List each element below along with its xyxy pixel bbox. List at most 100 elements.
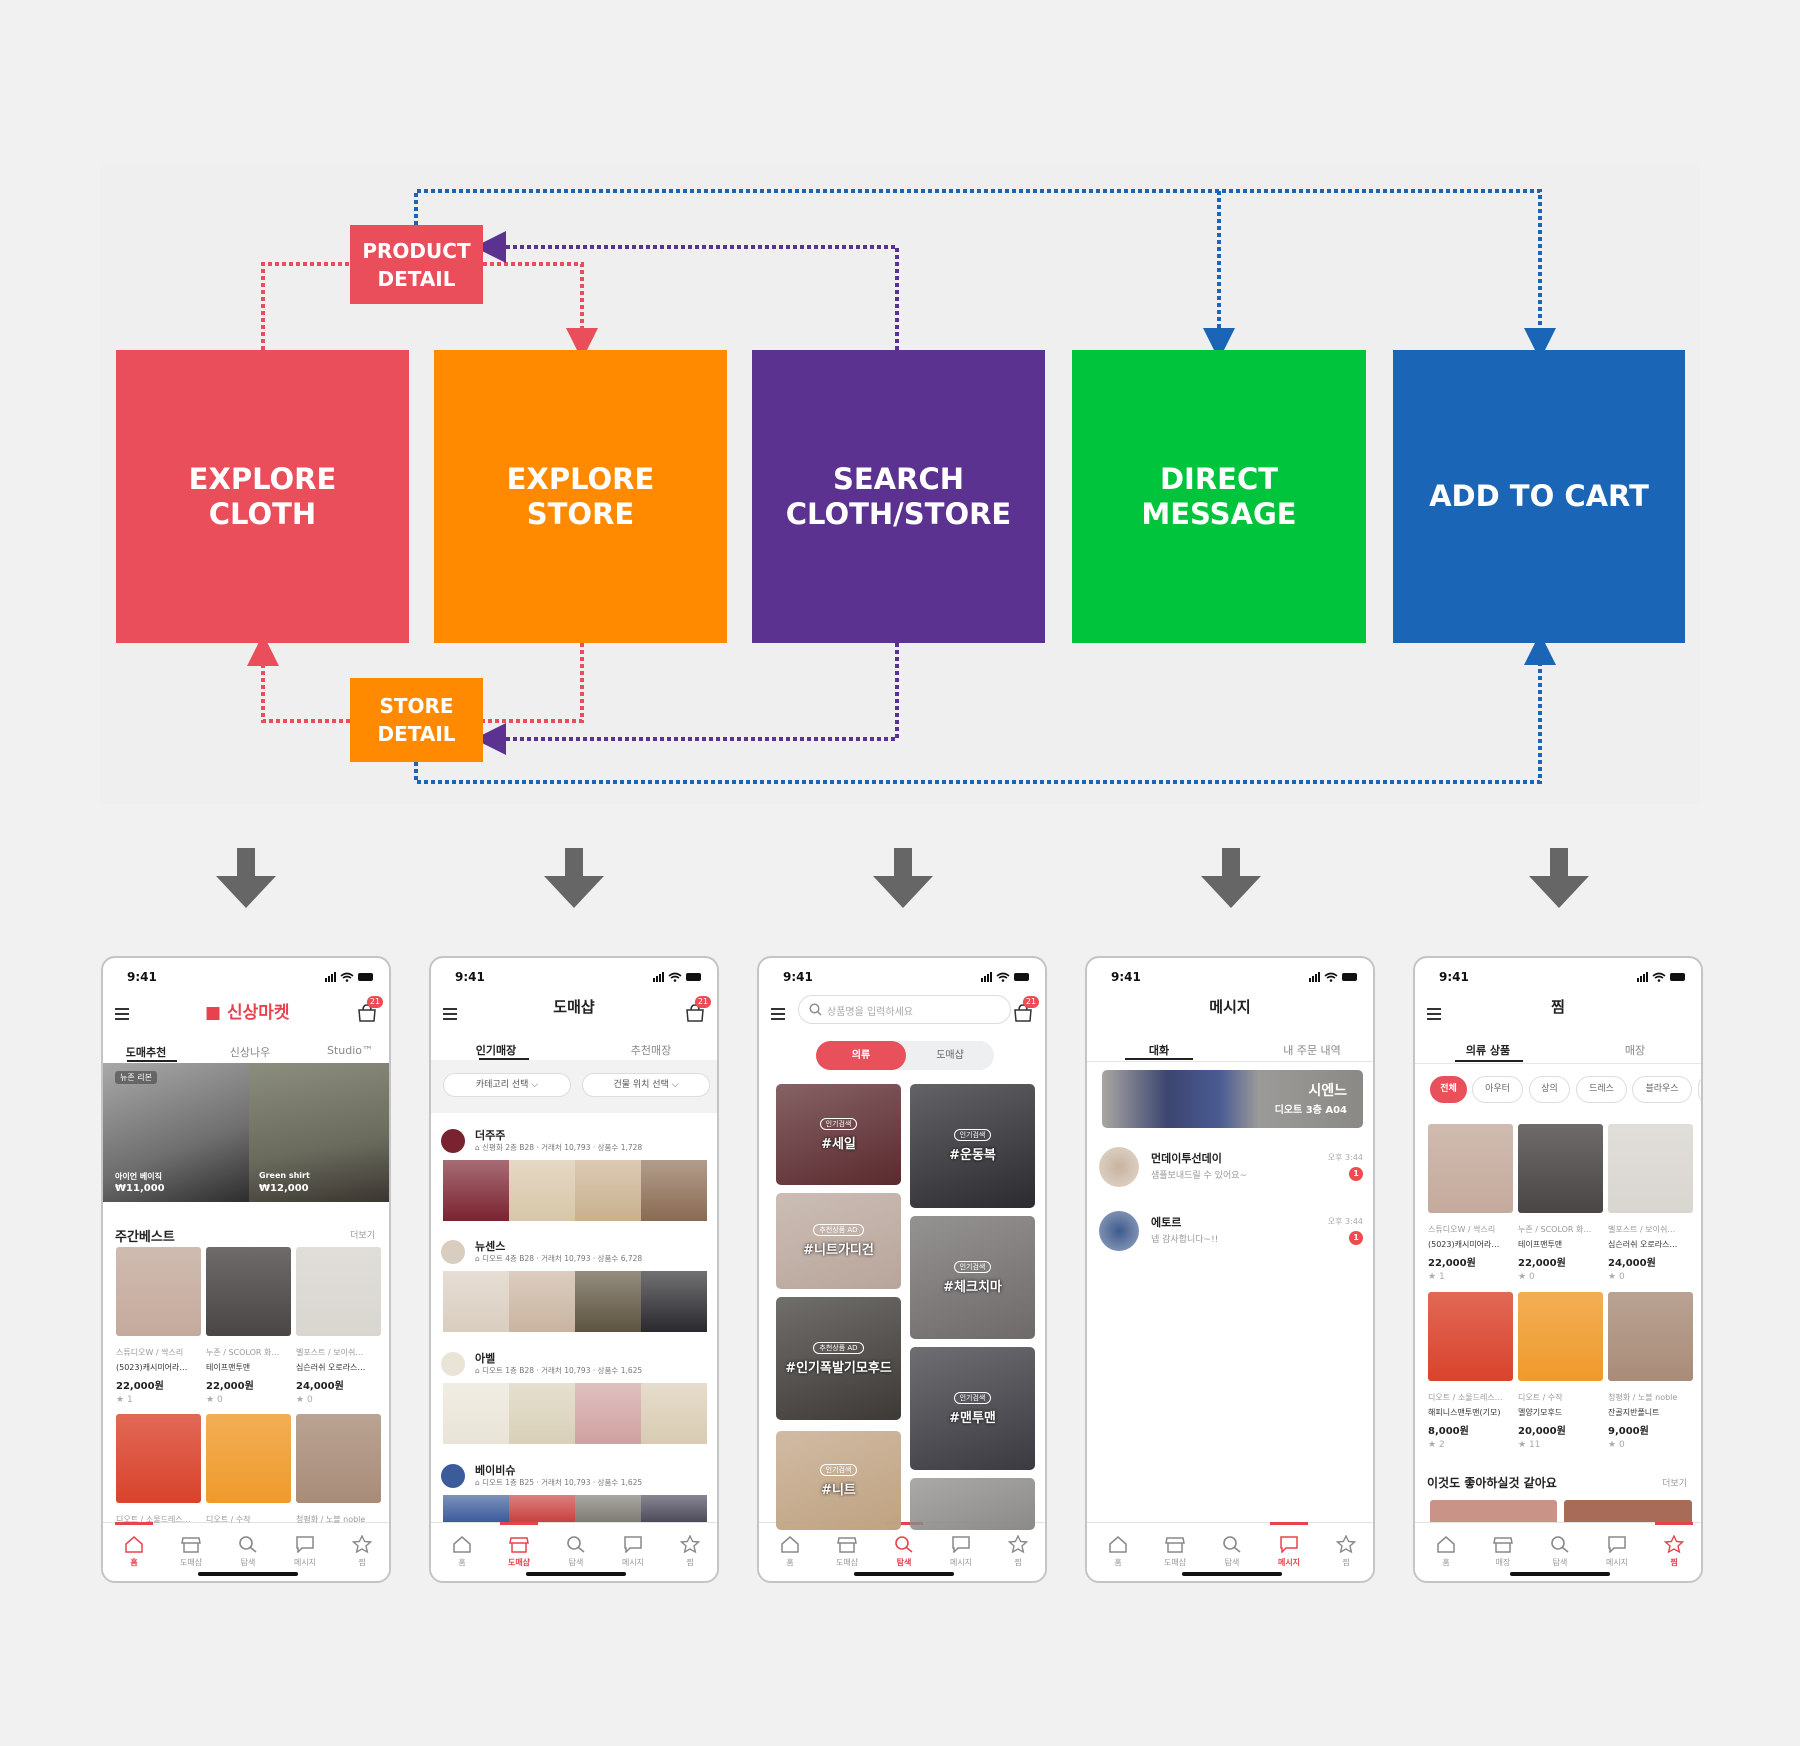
store-product-image[interactable]: [443, 1160, 509, 1221]
tab-orders[interactable]: 내 주문 내역: [1283, 1044, 1341, 1057]
store-product-image[interactable]: [641, 1271, 707, 1332]
product-image[interactable]: [206, 1414, 291, 1503]
banner-item[interactable]: Green shirt ₩12,000: [249, 1063, 389, 1202]
nav-item-wholesale[interactable]: 도매샵: [1146, 1523, 1204, 1573]
product-name[interactable]: 잔골지반폴니트: [1608, 1408, 1660, 1417]
tab-recommended-stores[interactable]: 추천매장: [630, 1044, 672, 1057]
nav-item-wish[interactable]: 찜: [989, 1523, 1045, 1573]
nav-item-wish[interactable]: 찜: [661, 1523, 717, 1573]
nav-item-wish[interactable]: 찜: [1317, 1523, 1373, 1573]
store-product-image[interactable]: [641, 1160, 707, 1221]
chat-avatar[interactable]: [1099, 1211, 1139, 1251]
product-name[interactable]: 심슨러쉬 오로라스…: [296, 1363, 366, 1372]
store-product-image[interactable]: [509, 1495, 575, 1522]
nav-item-home[interactable]: 홈: [1417, 1523, 1475, 1573]
store-product-image[interactable]: [443, 1271, 509, 1332]
store-product-image[interactable]: [575, 1383, 641, 1444]
category-chip[interactable]: 드레스: [1576, 1076, 1627, 1103]
store-avatar[interactable]: [441, 1129, 465, 1153]
store-name[interactable]: 아벨: [475, 1352, 496, 1365]
product-image[interactable]: [296, 1414, 381, 1503]
search-keyword-tile[interactable]: 인기검색#체크치마: [910, 1216, 1035, 1339]
nav-item-message[interactable]: 메시지: [604, 1523, 662, 1573]
search-keyword-tile[interactable]: 인기검색#세일: [776, 1084, 901, 1185]
product-name[interactable]: 해피니스맨투맨(기모): [1428, 1408, 1501, 1417]
store-product-image[interactable]: [509, 1383, 575, 1444]
product-name[interactable]: 심슨러쉬 오로라스…: [1608, 1240, 1678, 1249]
product-name[interactable]: 테이프맨투맨: [1518, 1240, 1563, 1249]
toggle-clothing[interactable]: 의류: [816, 1041, 906, 1070]
store-avatar[interactable]: [441, 1464, 465, 1488]
store-banner[interactable]: 시엔느 디오트 3층 A04: [1102, 1070, 1363, 1128]
search-keyword-tile[interactable]: [910, 1478, 1035, 1530]
more-link[interactable]: 더보기: [1662, 1479, 1687, 1489]
store-product-image[interactable]: [443, 1383, 509, 1444]
tab-conversations[interactable]: 대화: [1148, 1044, 1170, 1057]
category-chip[interactable]: 상의: [1529, 1076, 1570, 1103]
nav-item-wholesale[interactable]: 도매샵: [490, 1522, 548, 1573]
store-product-image[interactable]: [641, 1383, 707, 1444]
store-product-image[interactable]: [575, 1160, 641, 1221]
nav-item-home[interactable]: 홈: [1089, 1523, 1147, 1573]
menu-icon[interactable]: [1427, 1008, 1441, 1020]
store-product-image[interactable]: [509, 1271, 575, 1332]
nav-item-wish[interactable]: 찜: [1645, 1522, 1701, 1573]
tab-new-now[interactable]: 신상나우: [229, 1046, 271, 1059]
nav-item-message[interactable]: 메시지: [1588, 1523, 1646, 1573]
chat-avatar[interactable]: [1099, 1147, 1139, 1187]
nav-item-search[interactable]: 탐색: [875, 1522, 933, 1573]
store-product-image[interactable]: [575, 1271, 641, 1332]
store-product-image[interactable]: [575, 1495, 641, 1522]
more-link[interactable]: 더보기: [350, 1231, 375, 1241]
store-name[interactable]: 더주주: [475, 1129, 506, 1142]
search-keyword-tile[interactable]: 인기검색#니트: [776, 1431, 901, 1530]
nav-item-home[interactable]: 홈: [105, 1522, 163, 1573]
product-image[interactable]: [206, 1247, 291, 1336]
chat-name[interactable]: 에토르: [1151, 1216, 1182, 1229]
tab-recommend[interactable]: 도매추천: [125, 1046, 167, 1059]
nav-item-wholesale[interactable]: 도매샵: [162, 1523, 220, 1573]
product-name[interactable]: 테이프맨투맨: [206, 1363, 251, 1372]
menu-icon[interactable]: [771, 1008, 785, 1020]
product-image[interactable]: [1518, 1292, 1603, 1381]
search-input[interactable]: 상품명을 입력하세요: [798, 995, 1011, 1024]
product-image[interactable]: [1428, 1292, 1513, 1381]
product-name[interactable]: (5023)캐시미어라…: [116, 1363, 188, 1372]
location-filter[interactable]: 건물 위치 선택 ⌵: [582, 1073, 710, 1097]
search-keyword-tile[interactable]: 인기검색#운동복: [910, 1084, 1035, 1208]
product-image[interactable]: [1428, 1124, 1513, 1213]
nav-item-message[interactable]: 메시지: [276, 1523, 334, 1573]
store-avatar[interactable]: [441, 1240, 465, 1264]
tab-studio[interactable]: Studio™: [326, 1044, 374, 1057]
nav-item-search[interactable]: 탐색: [1531, 1523, 1589, 1573]
chat-name[interactable]: 먼데이투선데이: [1151, 1152, 1222, 1165]
search-keyword-tile[interactable]: 추천상품 AD#니트가디건: [776, 1193, 901, 1289]
tab-stores[interactable]: 매장: [1624, 1044, 1646, 1057]
chat-preview[interactable]: 샘플보내드릴 수 있어요~: [1151, 1171, 1248, 1181]
nav-item-search[interactable]: 탐색: [219, 1523, 277, 1573]
category-chip[interactable]: [1698, 1076, 1701, 1103]
category-chip[interactable]: 전체: [1430, 1076, 1467, 1103]
nav-item-search[interactable]: 탐색: [547, 1523, 605, 1573]
category-chip[interactable]: 블라우스: [1632, 1076, 1692, 1103]
product-image[interactable]: [1608, 1124, 1693, 1213]
banner-item[interactable]: 뉴존 리본 아이언 베이직 ₩11,000: [103, 1063, 249, 1202]
category-filter[interactable]: 카테고리 선택 ⌵: [443, 1073, 571, 1097]
product-image[interactable]: [1608, 1292, 1693, 1381]
nav-item-wholesale[interactable]: 도매샵: [818, 1523, 876, 1573]
store-avatar[interactable]: [441, 1352, 465, 1376]
tab-popular-stores[interactable]: 인기매장: [475, 1044, 517, 1057]
nav-item-search[interactable]: 탐색: [1203, 1523, 1261, 1573]
store-product-image[interactable]: [443, 1495, 509, 1522]
search-keyword-tile[interactable]: 인기검색#맨투맨: [910, 1347, 1035, 1470]
product-image[interactable]: [1518, 1124, 1603, 1213]
store-name[interactable]: 뉴센스: [475, 1240, 506, 1253]
product-image[interactable]: [116, 1247, 201, 1336]
store-product-image[interactable]: [509, 1160, 575, 1221]
nav-item-message[interactable]: 메시지: [1260, 1522, 1318, 1573]
category-chip[interactable]: 아우터: [1472, 1076, 1523, 1103]
product-name[interactable]: (5023)캐시미어라…: [1428, 1240, 1500, 1249]
nav-item-message[interactable]: 메시지: [932, 1523, 990, 1573]
store-product-image[interactable]: [641, 1495, 707, 1522]
toggle-wholesale[interactable]: 도매샵: [936, 1050, 964, 1061]
